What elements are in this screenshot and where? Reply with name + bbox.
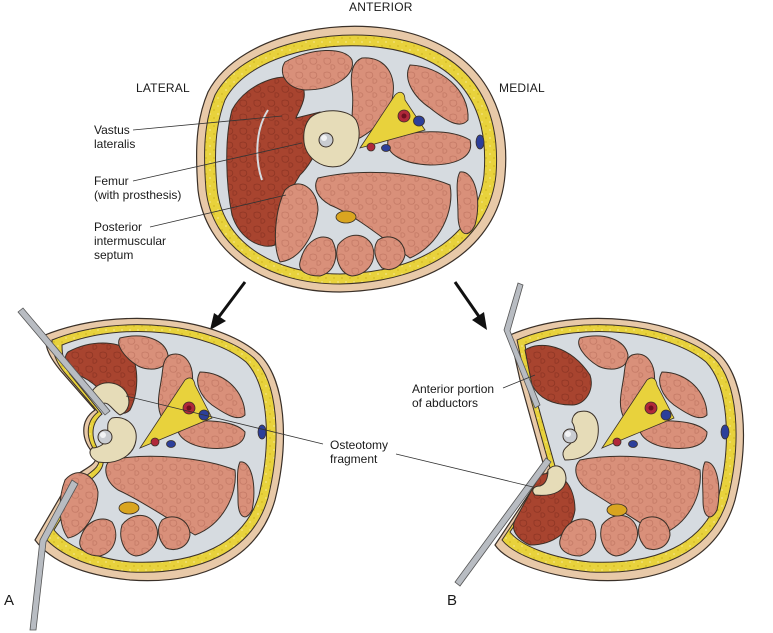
osteotomy-fragment-b <box>532 465 567 496</box>
adductor-longus-muscle <box>387 131 472 166</box>
label-lateral: LATERAL <box>136 81 190 95</box>
panel-b-cross-section <box>454 282 745 587</box>
rectus-femoris-b <box>578 335 629 370</box>
rectus-femoris-a <box>118 335 169 370</box>
leader-septum <box>149 194 287 228</box>
deep-vein-b <box>628 440 638 448</box>
leader-vastus <box>132 115 283 131</box>
rectus-femoris-muscle <box>281 49 353 91</box>
vastus-intermediate-line <box>256 109 269 181</box>
sciatic-nerve-a <box>118 501 140 515</box>
femoral-artery-lumen <box>401 113 407 119</box>
adductor-magnus-muscle <box>315 171 452 259</box>
label-anterior-abductors: Anterior portion of abductors <box>412 382 495 410</box>
sciatic-nerve <box>335 210 357 224</box>
arrow-to-b-shaft <box>453 281 482 319</box>
hamstring-b3 <box>638 516 671 550</box>
femoral-triangle-a <box>138 377 213 449</box>
sciatic-nerve-b <box>606 503 628 517</box>
retractor-upper-a <box>17 307 111 416</box>
hamstring-b1 <box>559 518 597 557</box>
arrow-to-a-shaft <box>216 281 247 319</box>
femoral-artery-b-lumen <box>648 405 654 411</box>
arrow-to-a-head <box>210 313 226 330</box>
saphenous-vein-a <box>257 424 267 440</box>
femoral-vein <box>413 115 425 127</box>
femoral-vein-b <box>660 409 672 421</box>
hamstring-4 <box>374 236 406 270</box>
leader-femur <box>132 142 303 182</box>
retractor-upper-b <box>503 282 541 409</box>
label-medial: MEDIAL <box>499 81 545 95</box>
deep-artery-b <box>612 437 622 447</box>
prosthesis-highlight-b <box>565 431 571 437</box>
prosthesis-highlight <box>321 135 327 141</box>
leader-osteotomy-a <box>125 395 324 445</box>
hamstring-2 <box>299 236 337 277</box>
retractor-lower-b <box>454 457 552 587</box>
sartorius-muscle <box>407 64 469 125</box>
adductor-longus-b <box>639 420 708 449</box>
hamstring-a3 <box>120 514 158 557</box>
saphenous-vein <box>475 134 485 150</box>
abductor-anterior-b <box>524 344 592 406</box>
sartorius-b <box>659 371 708 419</box>
top-leader-lines <box>132 115 303 228</box>
panel-label-b: B <box>447 592 458 609</box>
label-osteotomy-fragment: Osteotomy fragment <box>330 438 389 466</box>
femoral-artery-a-lumen <box>186 405 192 411</box>
label-femur: Femur (with prosthesis) <box>94 174 182 202</box>
arrows <box>210 281 487 330</box>
deep-vein <box>381 144 391 152</box>
leader-osteotomy-b <box>395 453 534 488</box>
femur-remnant-b <box>562 410 599 461</box>
hamstring-1 <box>275 183 319 263</box>
retractor-lower-a <box>29 479 79 631</box>
sartorius-a <box>197 371 246 419</box>
gracilis-muscle <box>456 171 479 235</box>
panel-a-cross-section <box>17 307 285 631</box>
leader-abductors <box>502 374 536 389</box>
gracilis-b <box>702 461 720 518</box>
adductor-magnus-a <box>105 455 236 536</box>
top-cross-section <box>195 25 507 293</box>
saphenous-vein-b <box>720 424 730 440</box>
adductor-longus-a <box>177 420 246 449</box>
hamstring-a4 <box>158 516 191 550</box>
gracilis-a <box>237 461 255 518</box>
deep-vein-a <box>166 440 176 448</box>
hamstring-3 <box>336 234 375 277</box>
label-posterior-septum: Posterior intermuscular septum <box>94 220 167 262</box>
deep-artery <box>366 142 376 152</box>
label-anterior: ANTERIOR <box>349 0 413 14</box>
bottom-leader-lines <box>125 374 536 488</box>
panel-label-a: A <box>4 592 15 609</box>
label-vastus-lateralis: Vastus lateralis <box>94 123 136 151</box>
femoral-triangle-b <box>600 377 675 449</box>
deep-artery-a <box>150 437 160 447</box>
arrow-to-b-head <box>472 312 487 330</box>
hamstring-a2 <box>79 518 117 557</box>
prosthesis-highlight-a <box>100 432 106 438</box>
